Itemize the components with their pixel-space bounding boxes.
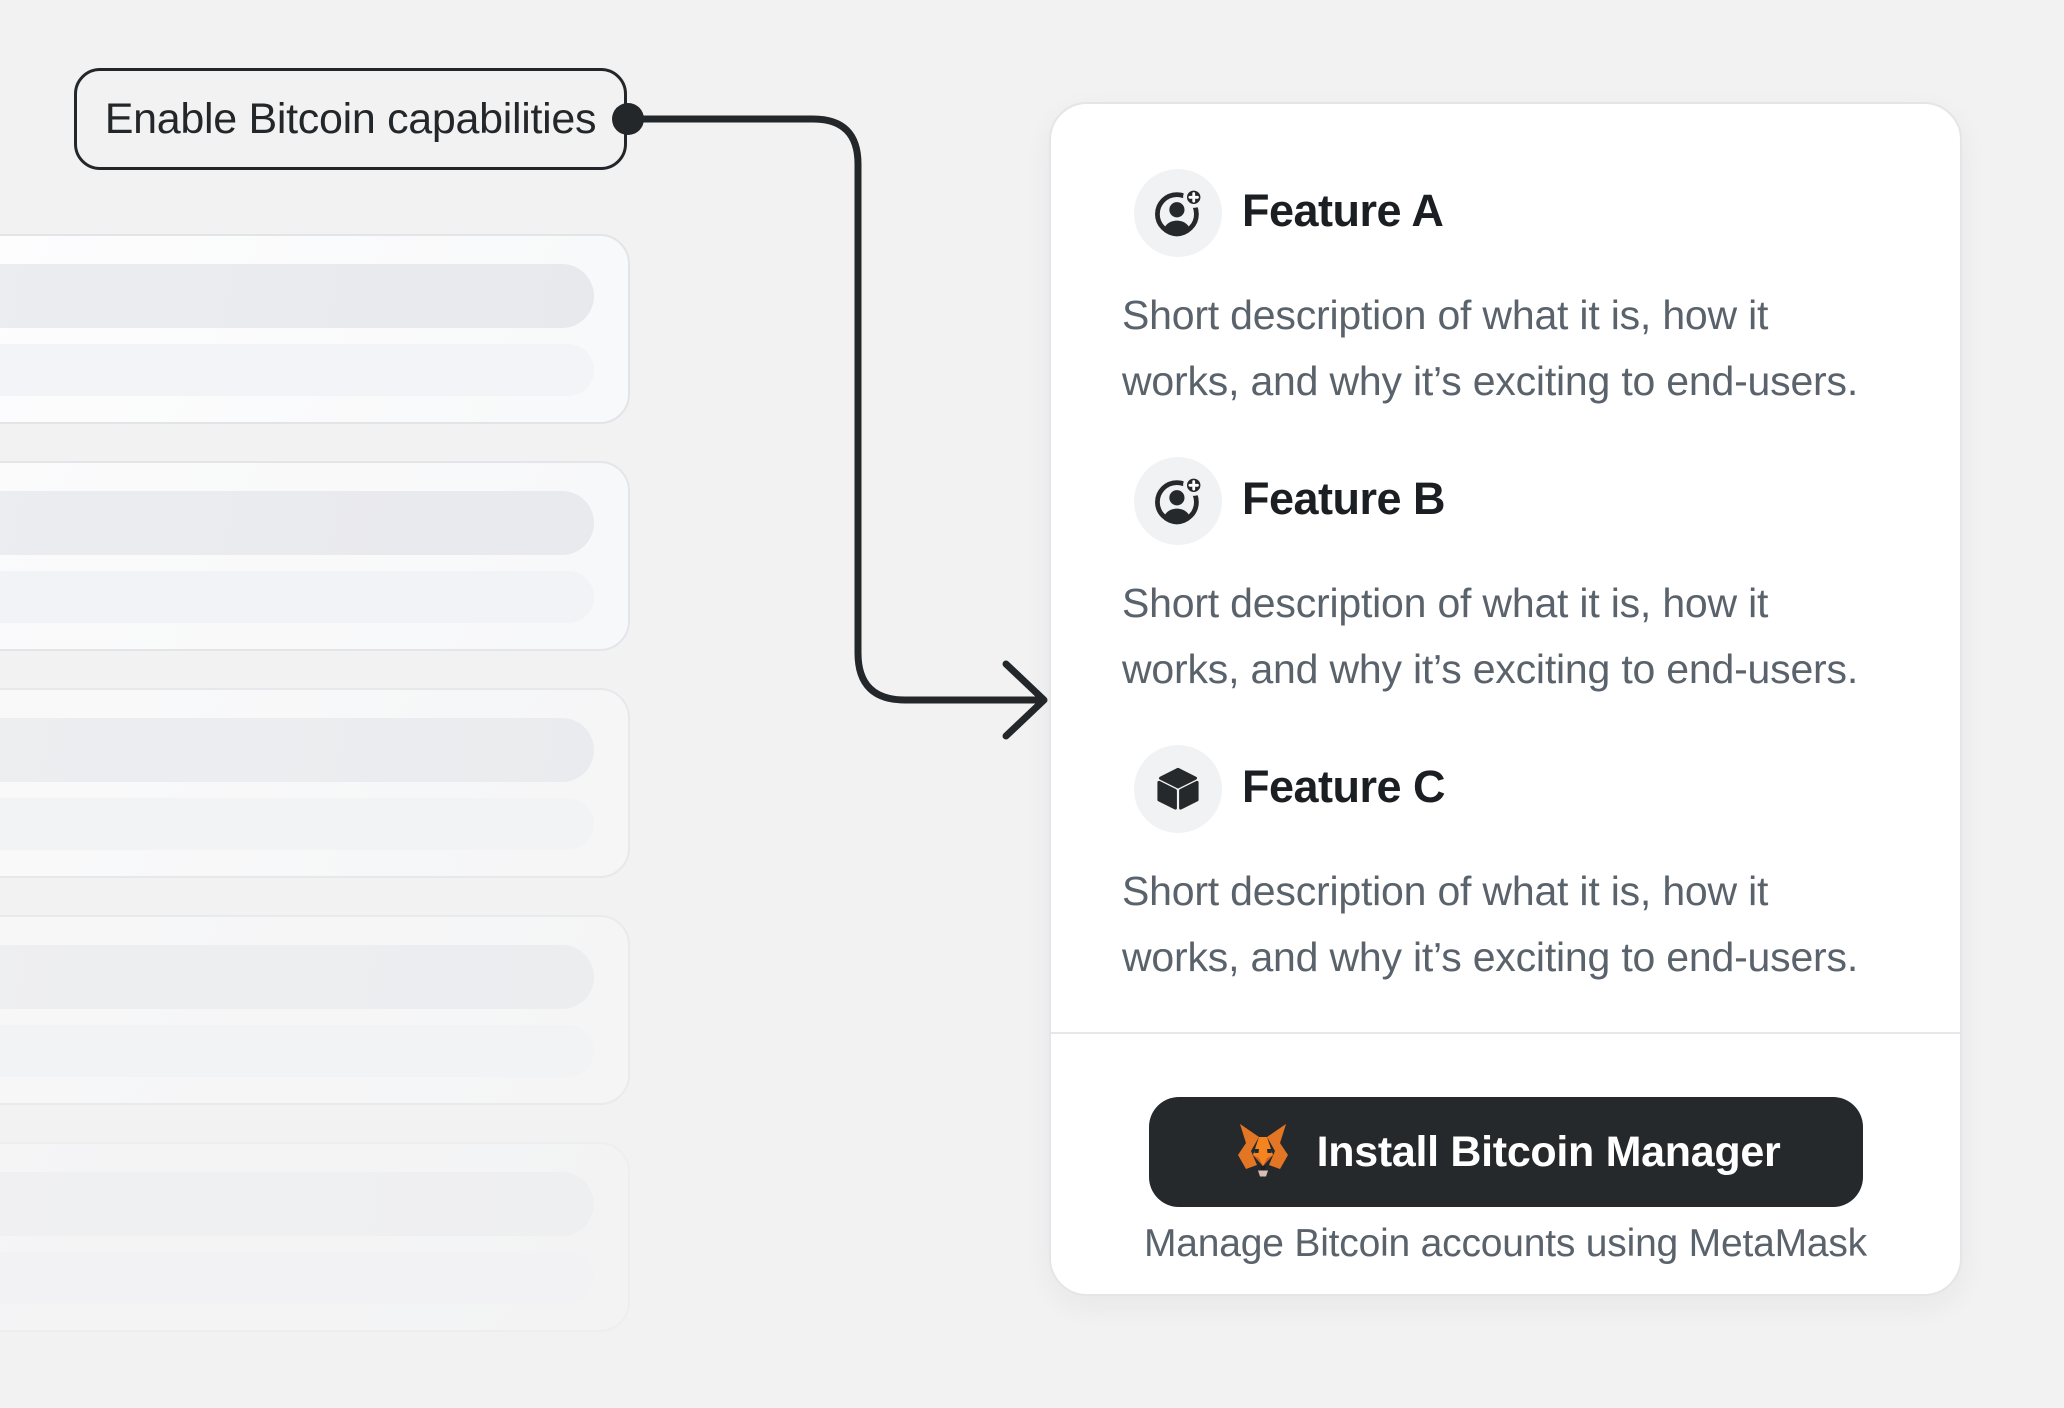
callout-label: Enable Bitcoin capabilities [104,94,597,143]
feature-description-line: works, and why it’s exciting to end-user… [1122,358,1859,404]
skeleton-card [0,915,630,1105]
feature-description: Short description of what it is, how it … [1122,570,1934,702]
feature-description-line: Short description of what it is, how it [1122,580,1769,626]
user-add-icon [1134,457,1222,545]
skeleton-bar-secondary [0,571,594,623]
skeleton-card [0,234,630,424]
feature-title: Feature C [1242,761,1446,812]
skeleton-bar-primary [0,718,594,782]
cube-icon [1134,745,1222,833]
feature-description-line: Short description of what it is, how it [1122,292,1769,338]
feature-title: Feature B [1242,473,1446,524]
skeleton-bar-secondary [0,1025,594,1077]
skeleton-bar-primary [0,945,594,1009]
feature-panel-card: Feature A Short description of what it i… [1049,102,1962,1296]
skeleton-bar-primary [0,264,594,328]
skeleton-bar-secondary [0,344,594,396]
install-button-label: Install Bitcoin Manager [1316,1127,1781,1176]
metamask-fox-icon [1231,1123,1295,1181]
skeleton-card [0,461,630,651]
user-add-icon [1134,169,1222,257]
skeleton-card [0,688,630,878]
feature-description-line: Short description of what it is, how it [1122,868,1769,914]
feature-title: Feature A [1242,185,1444,236]
feature-description: Short description of what it is, how it … [1122,282,1934,414]
install-caption: Manage Bitcoin accounts using MetaMask [1144,1222,1867,1265]
skeleton-list [0,234,630,1332]
feature-description-line: works, and why it’s exciting to end-user… [1122,934,1859,980]
feature-description-line: works, and why it’s exciting to end-user… [1122,646,1859,692]
arrowhead-icon [1002,660,1048,740]
divider [1051,1032,1960,1034]
skeleton-bar-primary [0,491,594,555]
skeleton-card [0,1142,630,1332]
skeleton-bar-secondary [0,798,594,850]
callout-box: Enable Bitcoin capabilities [74,68,627,170]
feature-description: Short description of what it is, how it … [1122,858,1934,990]
install-bitcoin-manager-button[interactable]: Install Bitcoin Manager [1148,1097,1863,1207]
skeleton-bar-primary [0,1172,594,1236]
skeleton-bar-secondary [0,1252,594,1304]
